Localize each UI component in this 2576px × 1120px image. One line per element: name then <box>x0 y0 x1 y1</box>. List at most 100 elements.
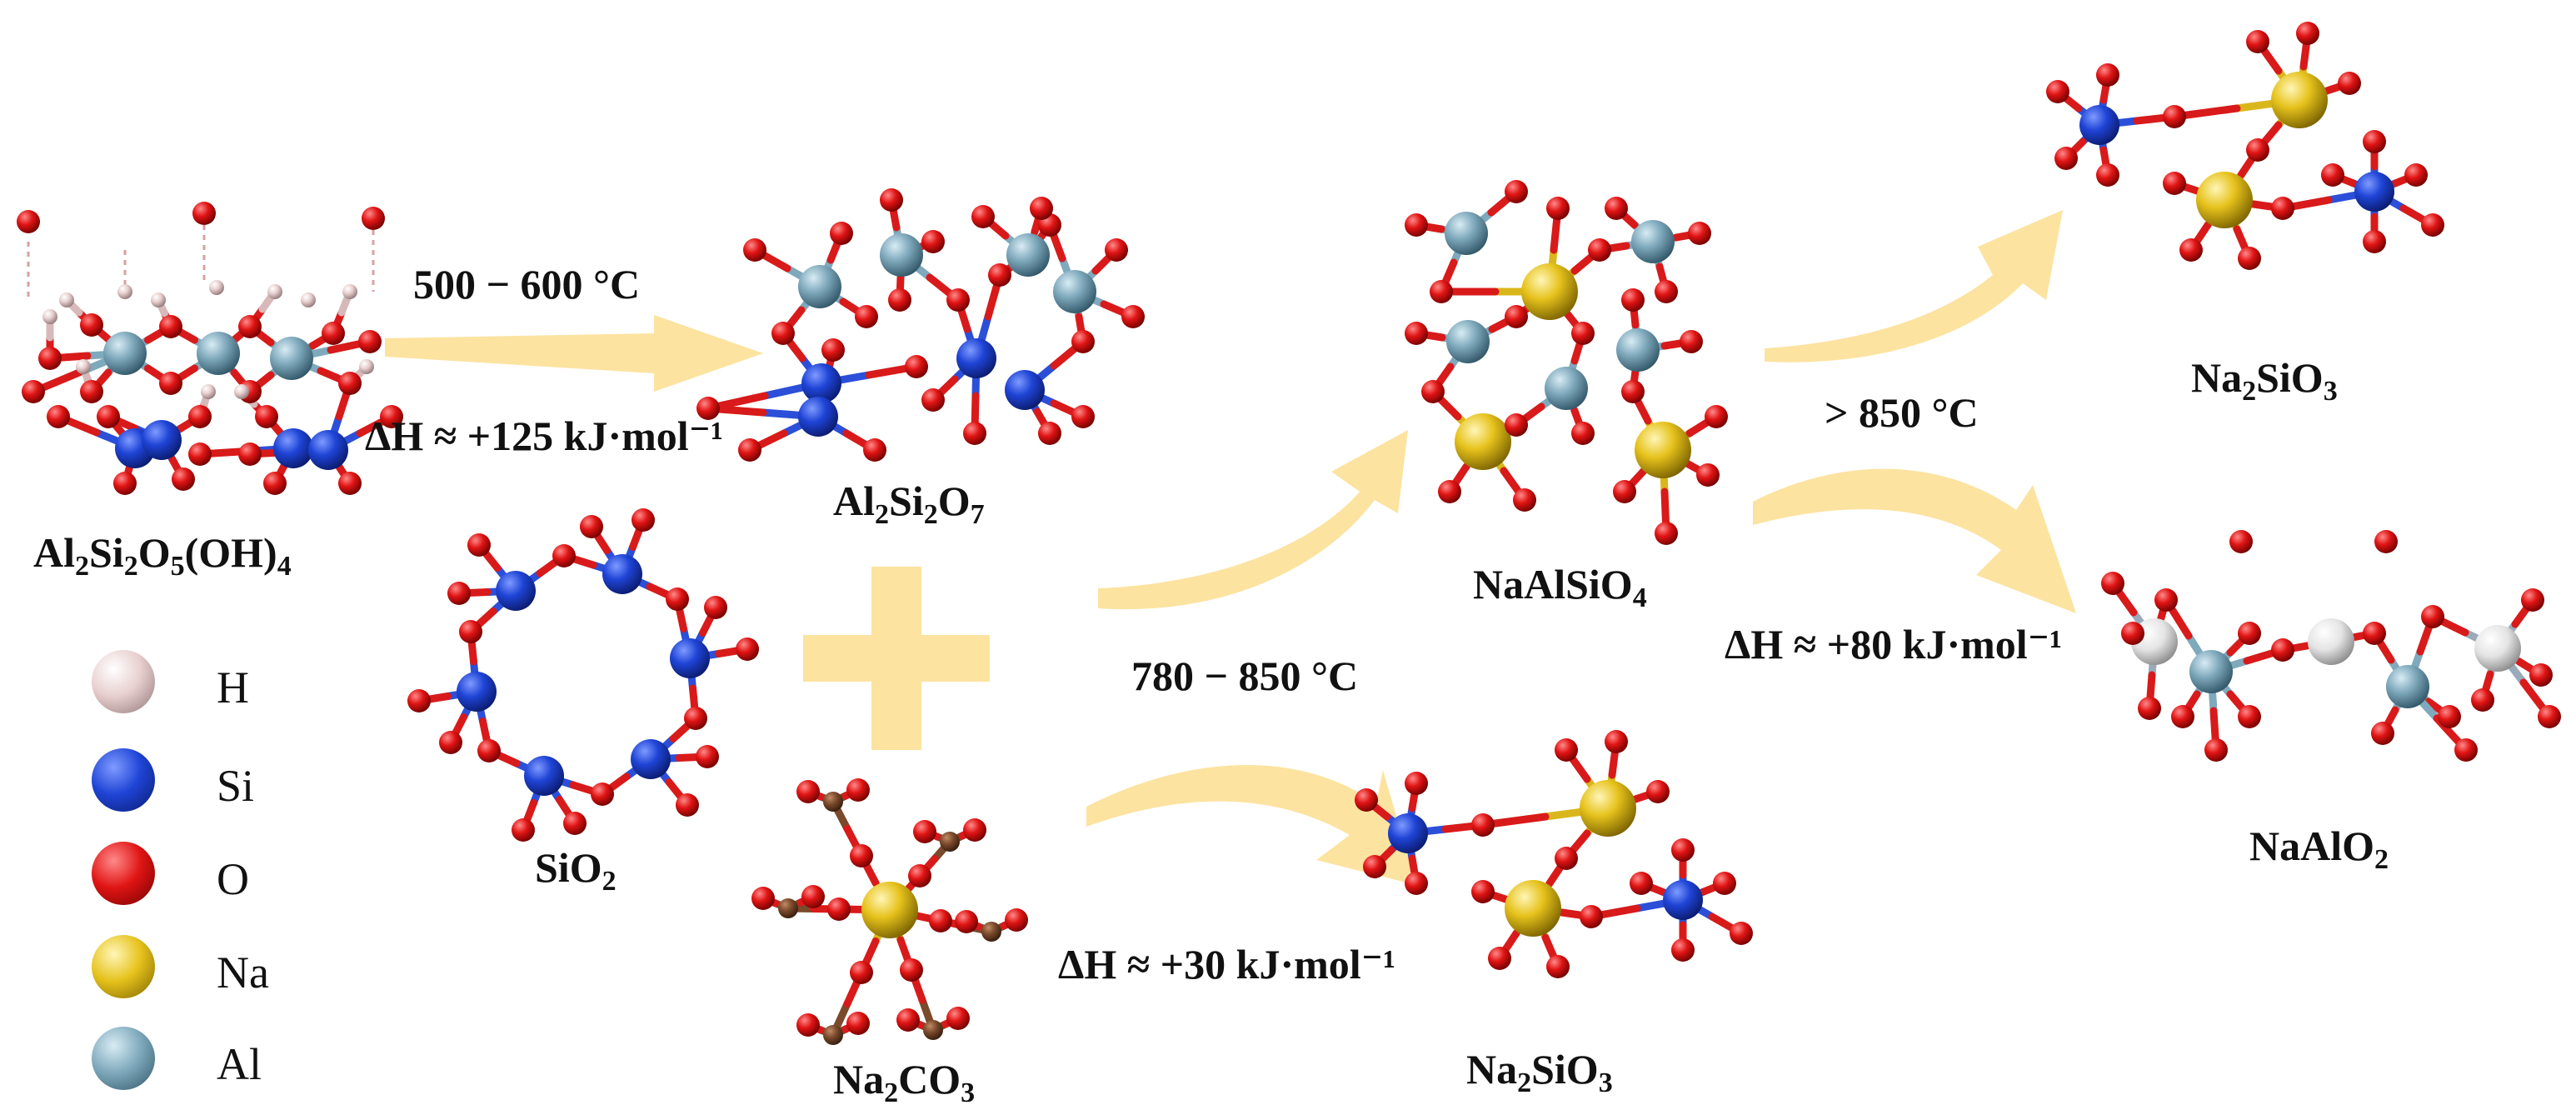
arrow-to-aluminate <box>1753 468 2076 613</box>
oxygen-atom <box>1696 463 1720 487</box>
oxygen-atom <box>2271 197 2294 220</box>
oxygen-atom <box>2404 163 2428 187</box>
oxygen-atom <box>1621 380 1645 403</box>
silicon-atom <box>524 756 564 796</box>
dehydroxylation-temperature: 500 − 600 °C <box>413 261 641 308</box>
oxygen-atom <box>1430 280 1453 303</box>
oxygen-atom <box>263 472 287 495</box>
oxygen-atom <box>2363 130 2386 153</box>
aluminum-atom <box>197 332 240 375</box>
decomposition-temperature: > 850 °C <box>1825 389 1979 436</box>
oxygen-atom <box>1671 938 1695 962</box>
legend-label-h: H <box>217 662 249 712</box>
silicon-atom <box>273 428 313 468</box>
carbon-atom <box>923 1020 943 1040</box>
sodium-atom <box>861 882 918 938</box>
oxygen-atom <box>439 731 462 754</box>
oxygen-atom <box>684 707 707 730</box>
oxygen-atom <box>447 582 471 605</box>
hydrogen-atom <box>234 384 249 399</box>
hydrogen-atom <box>151 292 166 308</box>
oxygen-atom <box>467 533 491 557</box>
oxygen-atom <box>1705 405 1728 428</box>
oxygen-atom <box>905 355 928 378</box>
oxygen-atom <box>1571 322 1595 345</box>
oxygen-atom <box>1655 280 1678 303</box>
carbon-atom <box>778 898 798 918</box>
oxygen-atom <box>929 909 952 932</box>
oxygen-atom <box>1546 955 1570 978</box>
oxygen-atom <box>1355 788 1378 812</box>
oxygen-atom <box>2454 738 2478 762</box>
oxygen-atom <box>1071 330 1095 353</box>
oxygen-atom <box>2338 72 2361 95</box>
oxygen-atom <box>2521 588 2544 612</box>
legend-label-si: Si <box>217 761 255 811</box>
oxygen-atom <box>1588 238 1611 262</box>
oxygen-atom <box>850 844 873 868</box>
oxygen-atom <box>1580 905 1603 928</box>
carbon-atom <box>823 792 843 812</box>
oxygen-atom <box>676 793 699 817</box>
oxygen-atom <box>900 958 923 982</box>
oxygen-atom <box>2101 572 2124 595</box>
oxygen-atom <box>2238 705 2261 728</box>
oxygen-atom <box>2238 247 2261 270</box>
fusion-temperature: 780 − 850 °C <box>1131 652 1359 699</box>
oxygen-atom <box>2374 530 2398 553</box>
silicate-enthalpy: ΔH ≈ +30 kJ·mol⁻¹ <box>1058 941 1396 988</box>
oxygen-atom <box>908 864 931 888</box>
oxygen-atom <box>1505 180 1528 203</box>
oxygen-atom <box>1030 197 1053 220</box>
silicon-atom <box>956 338 996 378</box>
decomposition-enthalpy: ΔH ≈ +80 kJ·mol⁻¹ <box>1725 621 2063 668</box>
aluminum-atom <box>2189 650 2233 693</box>
aluminum-atom <box>2474 625 2521 672</box>
oxygen-atom <box>477 739 501 762</box>
oxygen-atom <box>2154 588 2178 612</box>
formula-aluminate: NaAlO2 <box>2249 822 2389 875</box>
oxygen-atom <box>988 263 1011 287</box>
hydrogen-atom <box>301 292 316 308</box>
hydrogen-atom <box>42 309 57 324</box>
oxygen-atom <box>2321 163 2344 187</box>
oxygen-atom <box>2096 63 2119 87</box>
oxygen-atom <box>1605 197 1628 220</box>
formula-nepheline: NaAlSiO4 <box>1473 561 1647 613</box>
oxygen-atom <box>1071 405 1095 428</box>
oxygen-atom <box>188 405 212 428</box>
oxygen-atom <box>696 397 720 420</box>
oxygen-atom <box>192 202 216 225</box>
oxygen-atom <box>971 205 995 228</box>
oxygen-atom <box>2054 147 2078 170</box>
oxygen-atom <box>255 405 278 428</box>
oxygen-atom <box>2179 238 2203 262</box>
silicon-atom <box>631 739 671 779</box>
oxygen-atom <box>1405 772 1428 795</box>
plus-sign <box>803 567 990 750</box>
oxygen-atom <box>821 338 845 362</box>
hydrogen-atom <box>359 359 374 374</box>
arrow-dehydroxylation <box>385 315 763 392</box>
legend-label-al: Al <box>217 1039 262 1089</box>
oxygen-atom <box>1405 322 1428 345</box>
aluminum-atom <box>1006 233 1050 277</box>
oxygen-atom <box>1438 480 1461 503</box>
oxygen-atom <box>159 315 182 338</box>
oxygen-atom <box>113 472 137 495</box>
hydrogen-atom <box>59 292 74 308</box>
aluminum-atom <box>2308 618 2354 665</box>
oxygen-atom <box>896 1008 920 1032</box>
silicon-atom <box>670 638 710 678</box>
silicon-atom <box>602 554 642 594</box>
oxygen-atom <box>666 588 689 611</box>
sodium-atom <box>1505 880 1561 937</box>
oxygen-atom <box>322 322 345 345</box>
oxygen-atom <box>1730 922 1753 945</box>
oxygen-atom <box>238 442 262 466</box>
oxygen-atom <box>22 380 45 403</box>
oxygen-atom <box>1605 730 1628 753</box>
aluminum-atom-icon <box>92 1027 155 1090</box>
oxygen-atom <box>1421 380 1445 403</box>
oxygen-atom <box>238 315 262 338</box>
